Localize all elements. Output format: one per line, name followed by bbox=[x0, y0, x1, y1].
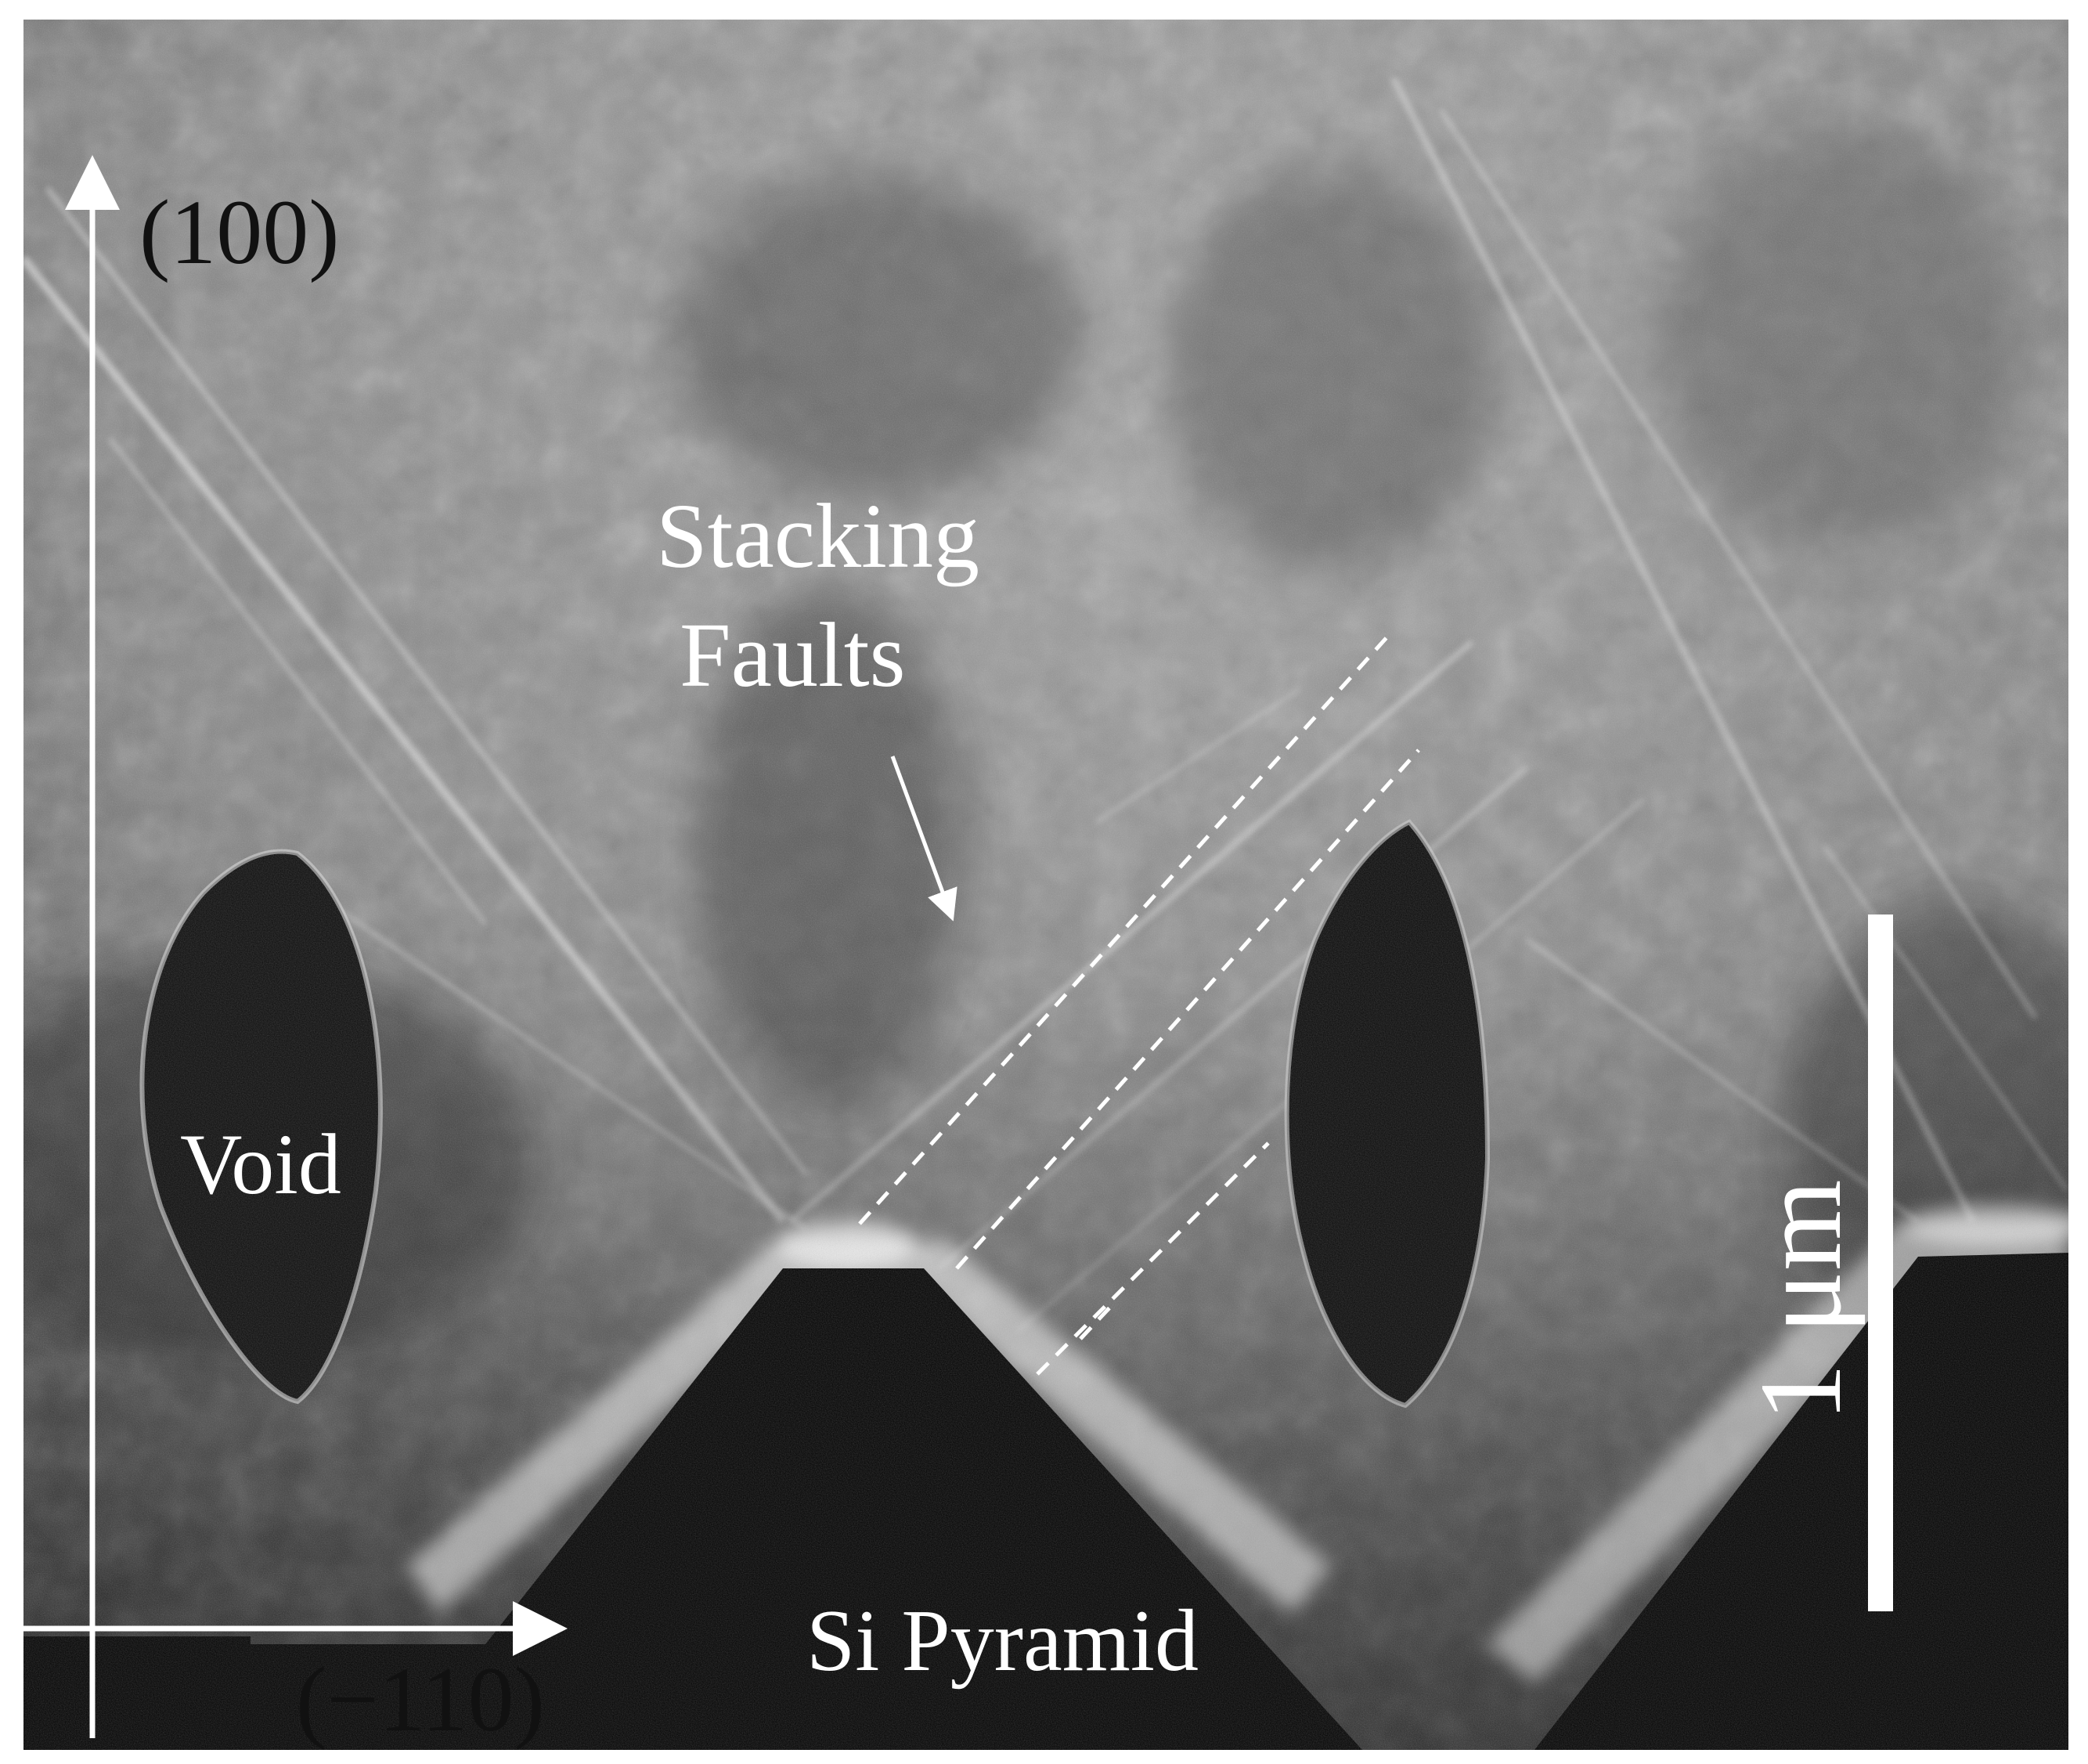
image-frame bbox=[23, 20, 2068, 1750]
axis-100-label: (100) bbox=[139, 181, 340, 283]
si-pyramid-label: Si Pyramid bbox=[806, 1593, 1199, 1690]
stacking-faults-arrow bbox=[890, 756, 957, 922]
void-label: Void bbox=[180, 1116, 341, 1212]
scale-bar bbox=[1868, 914, 1893, 1611]
stacking-fault-guides bbox=[858, 633, 1420, 1376]
axis-minus110-label: (−110) bbox=[296, 1648, 545, 1751]
stacking-faults-label-line1: Stacking bbox=[656, 485, 979, 587]
film-grain bbox=[23, 20, 2068, 1750]
scale-bar-label: 1 μm bbox=[1736, 1179, 1866, 1422]
stacking-faults-label-line2: Faults bbox=[680, 604, 906, 706]
